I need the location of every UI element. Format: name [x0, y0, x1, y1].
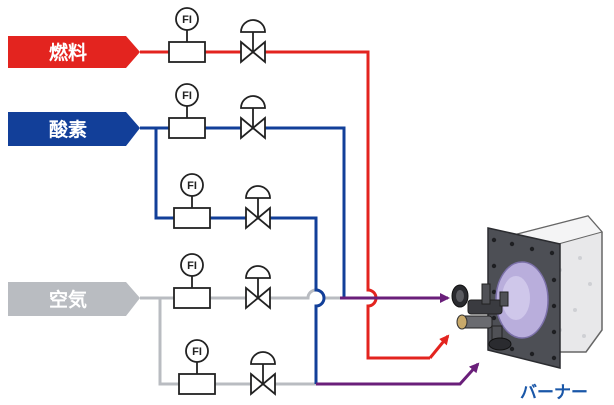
air-source-tag: 空気	[8, 282, 140, 316]
oxygen-label: 酸素	[49, 118, 87, 141]
control-valve-oxygen-1	[240, 95, 266, 140]
fi-tag-air-2: FI	[192, 346, 202, 358]
control-valve-fuel	[240, 19, 266, 64]
burner-unit: バーナー	[451, 215, 603, 403]
fuel-arrow-to-burner	[428, 334, 450, 359]
air-label: 空気	[49, 288, 87, 311]
flow-indicator-air-1: FI	[173, 253, 211, 309]
oxygen-source-tag: 酸素	[8, 112, 140, 146]
oxygen-pipe-lower	[154, 128, 326, 384]
fi-tag-oxygen-2: FI	[187, 180, 197, 192]
flow-indicator-oxygen-2: FI	[173, 173, 211, 229]
fuel-label: 燃料	[49, 41, 87, 64]
control-valve-air-2	[250, 351, 276, 396]
flow-indicator-air-2: FI	[178, 339, 216, 395]
fi-tag-oxygen-1: FI	[182, 90, 192, 102]
mixed-pipe-lower	[316, 362, 480, 386]
flow-indicator-oxygen-1: FI	[168, 83, 206, 139]
air-pipe-lower	[158, 298, 348, 386]
instrument-group: FI FI FI FI FI	[168, 7, 276, 396]
flow-indicator-fuel: FI	[168, 7, 206, 63]
burner-label: バーナー	[520, 383, 588, 403]
oxygen-pipe-upper	[140, 126, 346, 298]
control-valve-oxygen-2	[245, 185, 271, 230]
air-pipe-upper	[140, 288, 340, 300]
fi-tag-fuel: FI	[182, 14, 192, 26]
fi-tag-air-1: FI	[187, 260, 197, 272]
control-valve-air-1	[245, 265, 271, 310]
fuel-source-tag: 燃料	[8, 36, 140, 68]
